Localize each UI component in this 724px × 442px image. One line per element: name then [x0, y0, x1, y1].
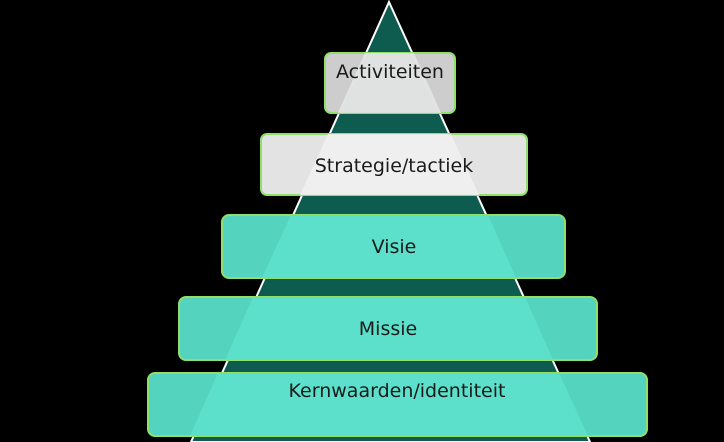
tier-visie: Visie: [221, 214, 566, 279]
tier-label: Kernwaarden/identiteit: [289, 380, 506, 402]
tier-missie: Missie: [178, 296, 598, 361]
tier-label: Activiteiten: [336, 61, 444, 83]
tier-label: Strategie/tactiek: [315, 155, 474, 177]
pyramid-overlay: [190, 373, 588, 436]
tier-activiteiten: Activiteiten: [324, 52, 456, 114]
pyramid-overlay: [225, 297, 553, 360]
pyramid-overlay: [300, 134, 479, 195]
tier-label: Visie: [372, 236, 417, 258]
tier-strategie-tactiek: Strategie/tactiek: [260, 133, 528, 196]
tier-kernwaarden-identiteit: Kernwaarden/identiteit: [147, 372, 648, 437]
pyramid-overlay: [338, 53, 441, 113]
tier-label: Missie: [359, 318, 417, 340]
pyramid-overlay: [262, 215, 516, 278]
